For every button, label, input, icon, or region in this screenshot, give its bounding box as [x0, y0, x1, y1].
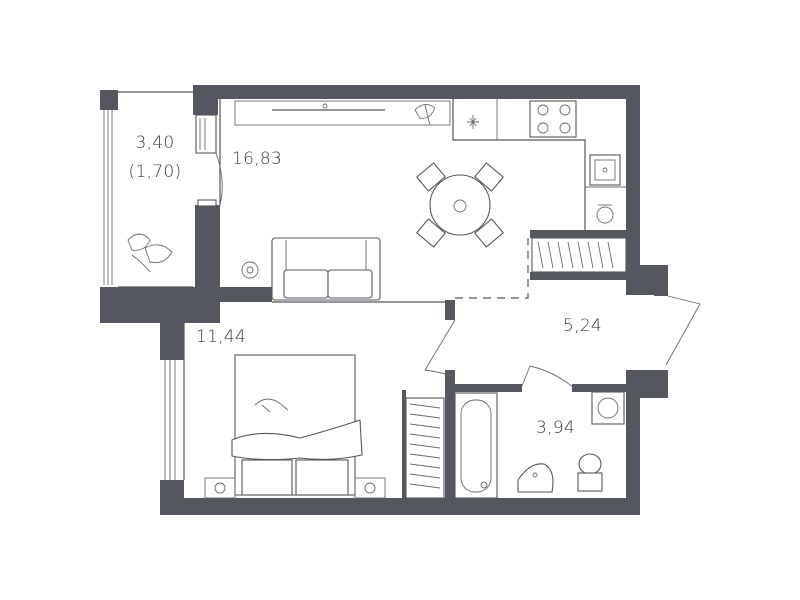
balcony-door — [195, 114, 223, 207]
balcony-area-label: 3,40 — [135, 133, 174, 153]
plant-icon — [414, 104, 436, 126]
plant-icon — [127, 233, 173, 273]
bathroom-area-label: 3,94 — [536, 418, 575, 438]
kitchen-living-area-label: 16,83 — [232, 149, 282, 169]
bed-icon — [231, 354, 363, 496]
wardrobe-icon — [531, 237, 627, 273]
radiator-icon — [241, 261, 259, 279]
sofa-icon — [271, 237, 381, 301]
bathtub-icon — [454, 392, 498, 499]
inner-outlines — [118, 91, 445, 480]
dining-table-icon — [416, 162, 504, 248]
stove-icon — [529, 100, 577, 138]
sink-icon — [517, 463, 554, 493]
balcony-reduced-area-label: (1,70) — [129, 162, 182, 182]
balcony-window — [103, 110, 113, 285]
toilet-icon — [577, 453, 603, 492]
wardrobe-icon — [405, 397, 445, 499]
hallway-area-label: 5,24 — [563, 316, 602, 336]
hallway-doors — [424, 295, 701, 389]
bedroom-area-label: 11,44 — [196, 327, 246, 347]
appliance-icon — [596, 204, 614, 224]
kitchen-hallway-opening — [455, 238, 529, 299]
bedroom-window — [164, 360, 176, 480]
tv-icon — [234, 100, 451, 126]
decor-star-icon — [467, 115, 479, 129]
washing-machine-icon — [591, 391, 625, 425]
walls — [100, 85, 668, 515]
radiator-icon — [204, 477, 386, 499]
kitchen-counter — [452, 99, 626, 230]
sink-icon — [589, 154, 621, 186]
